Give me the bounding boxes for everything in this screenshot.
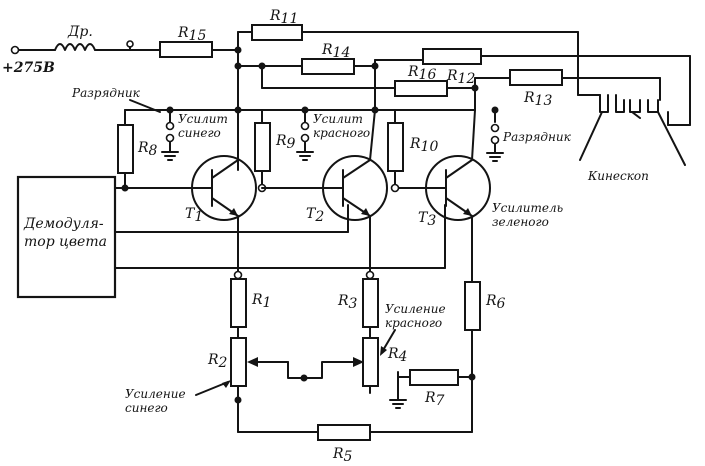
svg-text:T1: T1	[185, 206, 203, 225]
svg-text:T2: T2	[306, 206, 324, 225]
svg-text:R12: R12	[446, 68, 475, 87]
svg-text:R8: R8	[137, 140, 158, 159]
resistor-r6: R6	[464, 281, 506, 331]
discharger-label-top: Разрядник	[71, 86, 141, 100]
resistor-r11: R11	[251, 8, 303, 41]
svg-text:R4: R4	[387, 346, 407, 365]
svg-text:R1: R1	[251, 292, 271, 311]
resistor-r15: R15	[159, 25, 213, 58]
resistor-r9: R9	[254, 122, 296, 172]
choke-inductor	[54, 43, 96, 51]
svg-text:R15: R15	[177, 25, 206, 44]
resistor-r16: R16	[394, 64, 448, 97]
svg-text:R10: R10	[409, 136, 438, 155]
choke-label: Др.	[67, 24, 93, 40]
svg-text:R5: R5	[332, 446, 353, 465]
svg-text:R16: R16	[407, 64, 436, 83]
color-demodulator-block: Демодуля-тор цвета	[16, 175, 117, 299]
transistor-t1: T1	[185, 155, 257, 225]
resistor-r5: R5	[317, 424, 371, 465]
kinescope-label: Кинескоп	[587, 169, 649, 183]
svg-text:T3: T3	[418, 210, 436, 229]
supply-voltage-label: +275В	[2, 60, 55, 76]
resistor-r1: R1	[230, 278, 271, 328]
potentiometer-r2: R2	[207, 337, 247, 387]
discharger-label-right: Разрядник	[502, 130, 572, 144]
svg-text:R2: R2	[207, 352, 228, 371]
resistor-r8: R8	[117, 124, 158, 174]
svg-text:R3: R3	[337, 293, 358, 312]
demodulator-label: Демодуля-тор цвета	[23, 216, 107, 250]
resistor-r3: R3	[337, 278, 379, 328]
svg-text:R6: R6	[485, 293, 506, 312]
resistor-r14: R14	[301, 42, 355, 75]
kinescope-socket: Кинескоп	[579, 94, 686, 183]
resistor-r13: R13	[509, 69, 563, 109]
svg-text:R11: R11	[269, 8, 298, 27]
svg-text:R14: R14	[321, 42, 350, 61]
resistor-r7: R7	[409, 369, 459, 409]
resistor-r10: R10	[387, 122, 438, 172]
supply-terminal	[10, 45, 20, 55]
svg-text:R7: R7	[424, 390, 445, 409]
supply-input: +275В Др.	[2, 24, 161, 76]
resistor-r12: R12	[422, 48, 482, 87]
svg-text:R13: R13	[523, 90, 552, 109]
svg-text:R9: R9	[275, 133, 296, 152]
transistor-t2: T2	[306, 155, 388, 225]
transistor-t3: T3	[418, 155, 491, 229]
